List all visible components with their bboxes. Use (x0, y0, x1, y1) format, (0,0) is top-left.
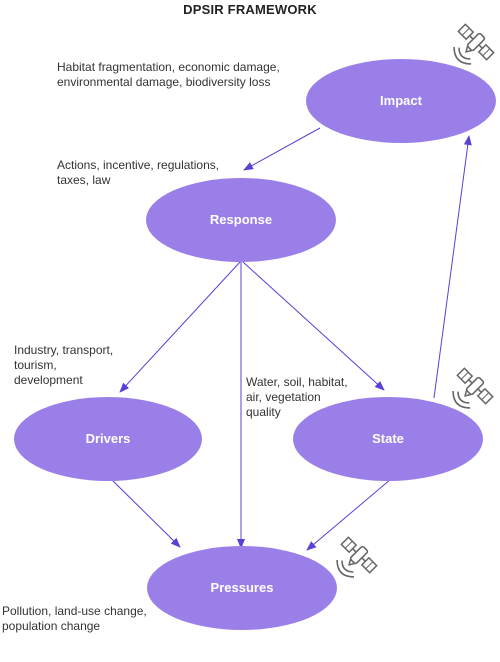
node-response-label: Response (210, 212, 272, 227)
arrow-response-to-drivers (119, 261, 241, 393)
arrow-state-to-pressures (306, 478, 392, 551)
node-pressures: Pressures (147, 546, 337, 630)
response-description: Actions, incentive, regulations, taxes, … (57, 158, 220, 187)
node-impact: Impact (306, 59, 496, 143)
drivers-description: Industry, transport, tourism, developmen… (14, 343, 114, 387)
impact-description: Habitat fragmentation, economic damage, … (57, 60, 280, 89)
node-impact-label: Impact (380, 93, 423, 108)
state-description: Water, soil, habitat, air, vegetation qu… (246, 375, 348, 419)
pressures-description: Pollution, land-use change, population c… (2, 604, 147, 633)
node-state: State (293, 397, 483, 481)
node-pressures-label: Pressures (211, 580, 274, 595)
node-drivers-label: Drivers (86, 431, 131, 446)
node-drivers: Drivers (14, 397, 202, 481)
satellite-icon (326, 533, 381, 588)
arrow-response-to-state (242, 261, 385, 391)
arrow-state-to-impact (433, 135, 472, 399)
node-response: Response (146, 178, 336, 262)
arrow-drivers-to-pressures (109, 477, 181, 548)
diagram-title: DPSIR FRAMEWORK (183, 2, 317, 17)
node-state-label: State (372, 431, 404, 446)
arrow-impact-to-response (243, 127, 321, 171)
